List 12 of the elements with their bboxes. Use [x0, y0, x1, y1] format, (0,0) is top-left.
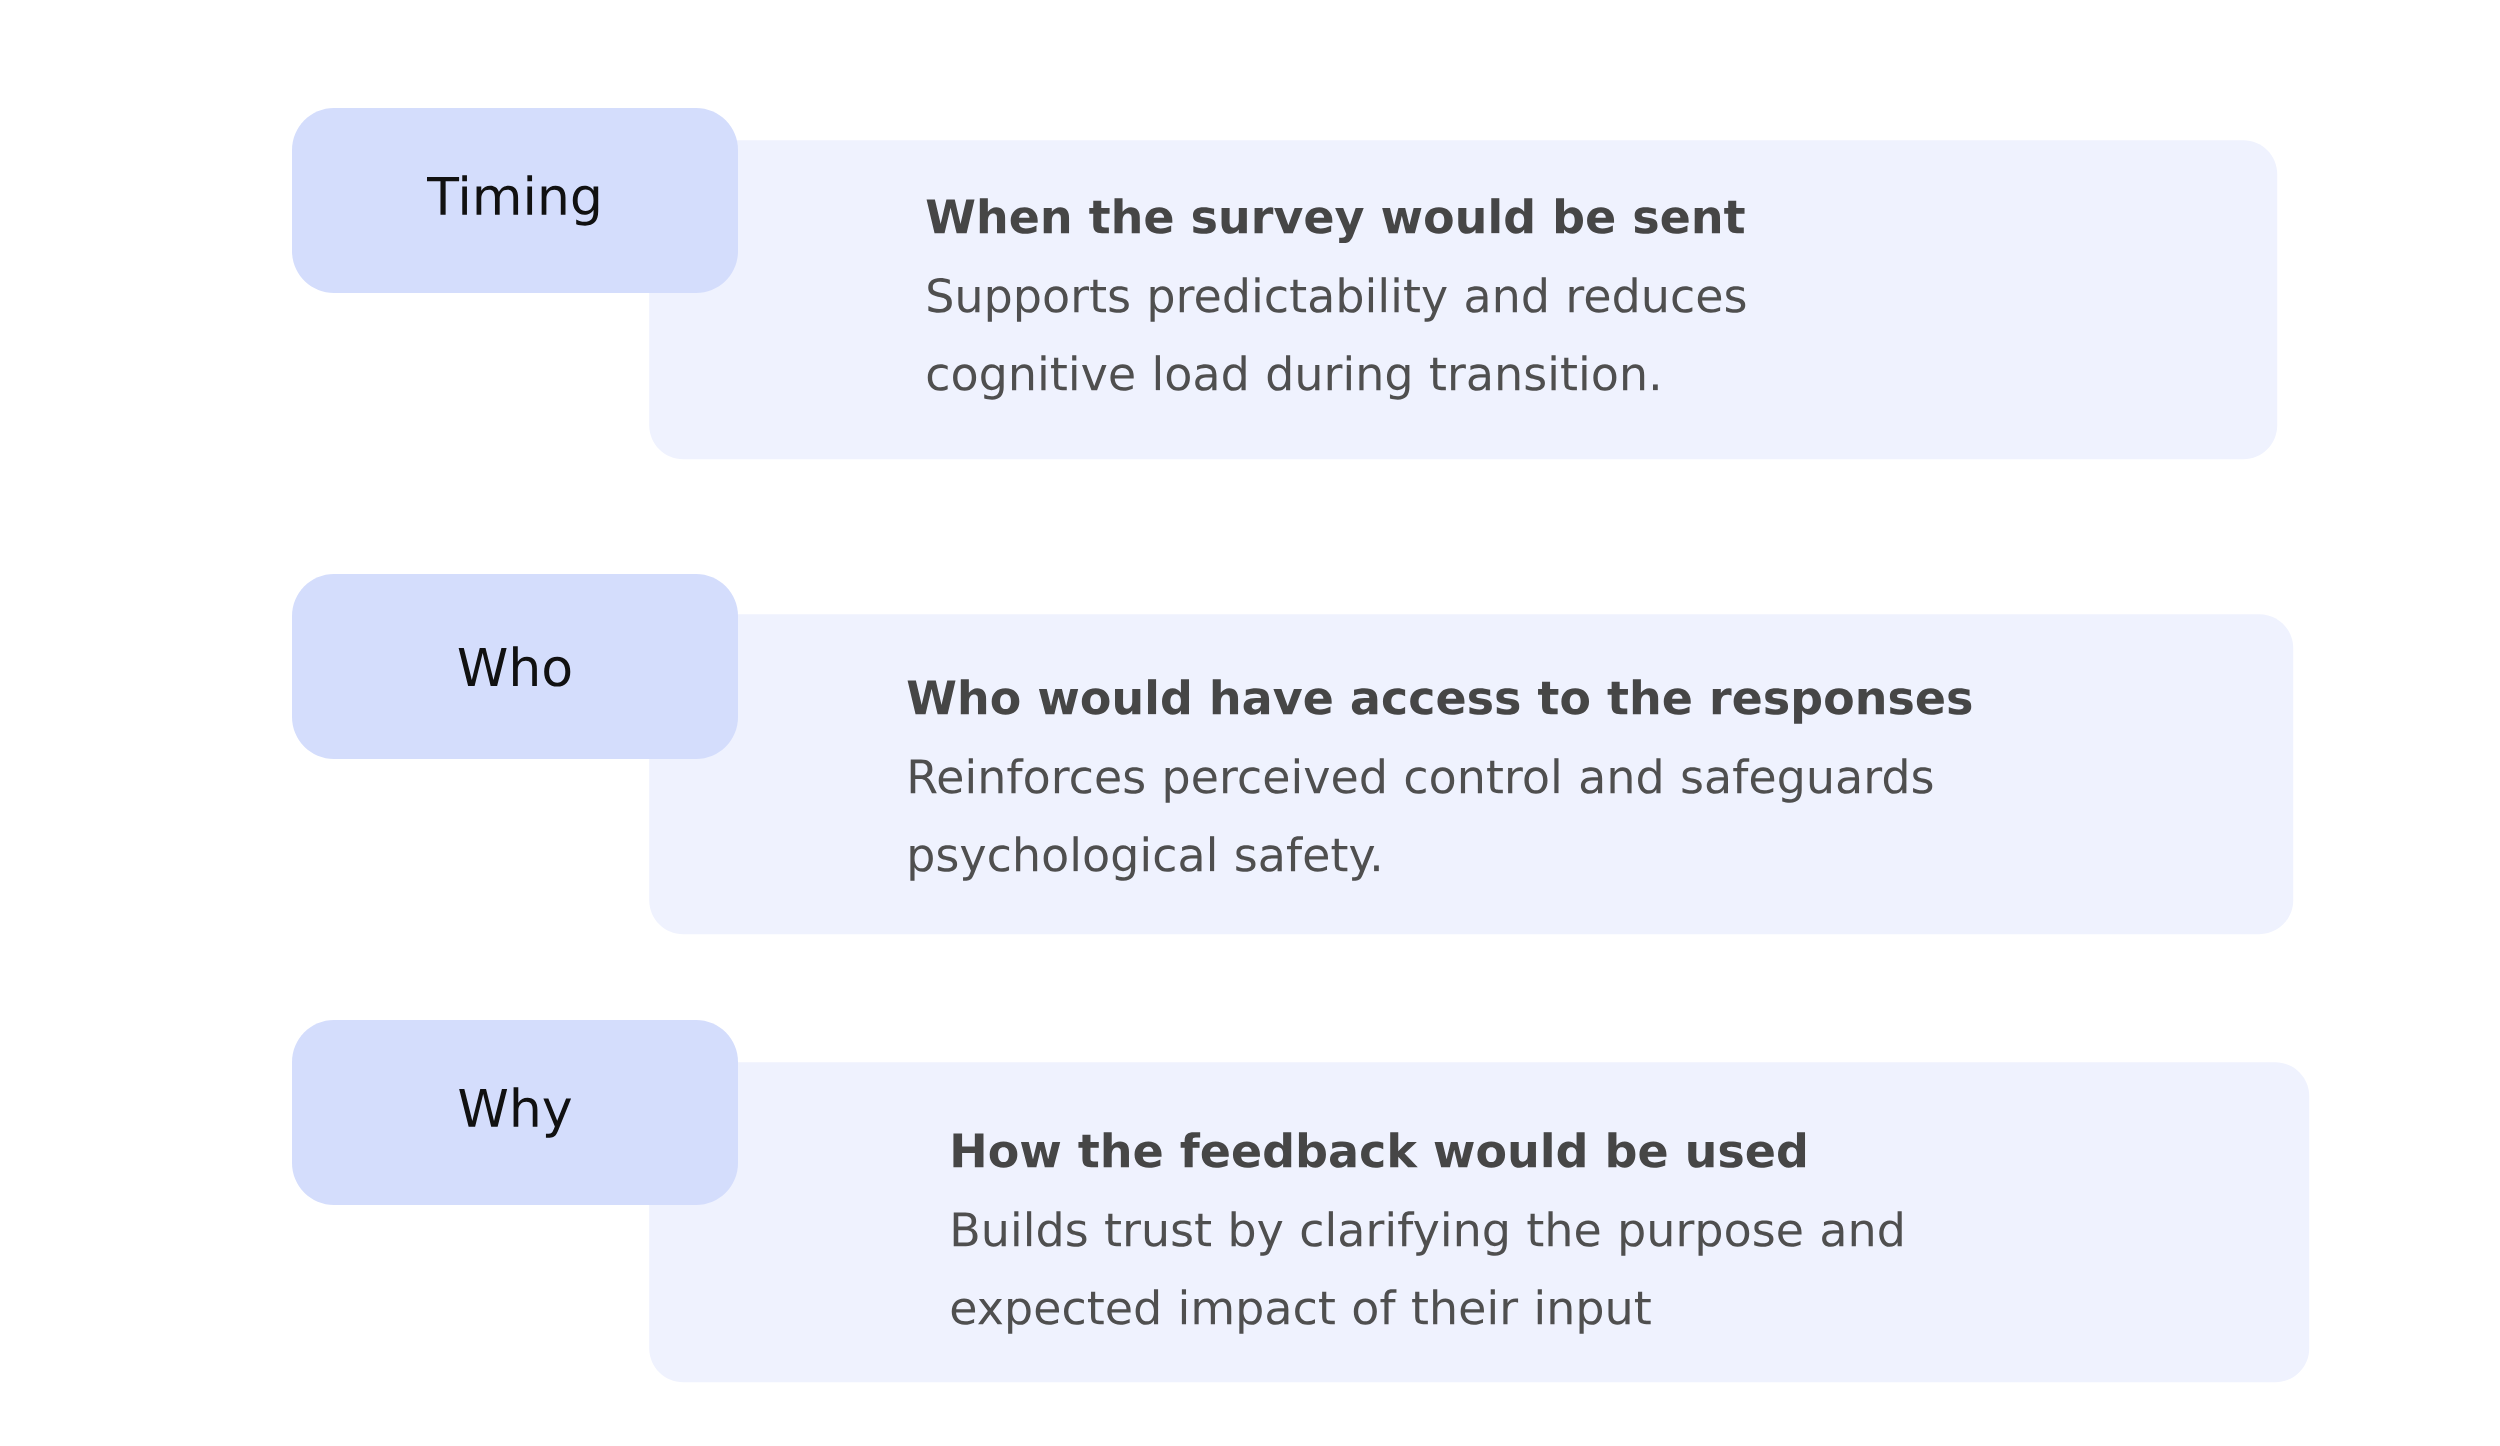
tab-label: Who: [292, 574, 738, 759]
panel-body: Reinforces perceived control and safeguards psychological safety.: [910, 758, 1933, 881]
info-panel: [649, 140, 2278, 460]
panel-body: Supports predictability and reduces cognitive load during transition.: [927, 277, 1746, 400]
panel-heading: How the feedback would be used: [953, 1132, 1806, 1168]
panel-body: Builds trust by clarifying the purpose and expected impact of their input: [951, 1211, 1902, 1334]
info-panel: [649, 1062, 2310, 1383]
panel-heading: When the survey would be sent: [926, 198, 1745, 244]
info-panel: [649, 614, 2294, 935]
panel-heading: Who would have access to the responses: [907, 679, 1972, 724]
tab-label: Why: [292, 1020, 738, 1205]
tab-label: Timing: [292, 108, 738, 293]
